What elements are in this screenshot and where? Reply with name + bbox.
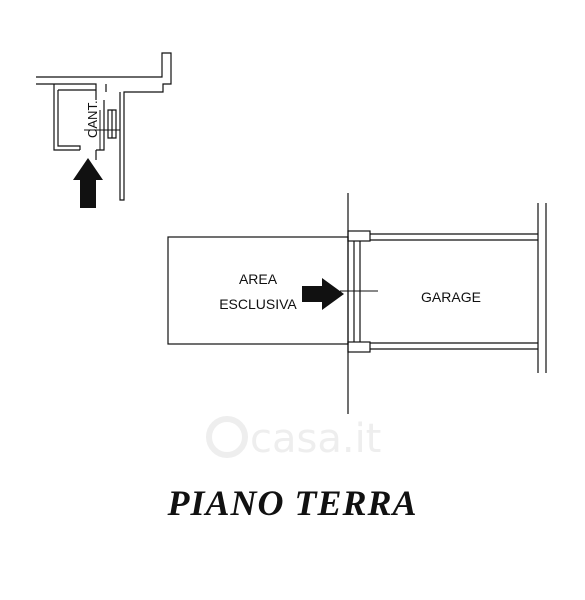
floor-title: PIANO TERRA bbox=[167, 483, 418, 523]
house-icon bbox=[206, 416, 248, 458]
main-plan bbox=[167, 193, 547, 414]
arrow-icon bbox=[73, 158, 103, 208]
area-label-line2: ESCLUSIVA bbox=[219, 296, 297, 312]
cellar-detail bbox=[36, 52, 172, 201]
casa-it-watermark: casa.it bbox=[206, 416, 381, 462]
arrow-icon bbox=[302, 278, 344, 310]
area-label-line1: AREA bbox=[239, 271, 278, 287]
cellar-label: CANT. bbox=[85, 100, 100, 138]
watermark-text: casa.it bbox=[250, 416, 381, 462]
garage-label: GARAGE bbox=[421, 289, 481, 305]
